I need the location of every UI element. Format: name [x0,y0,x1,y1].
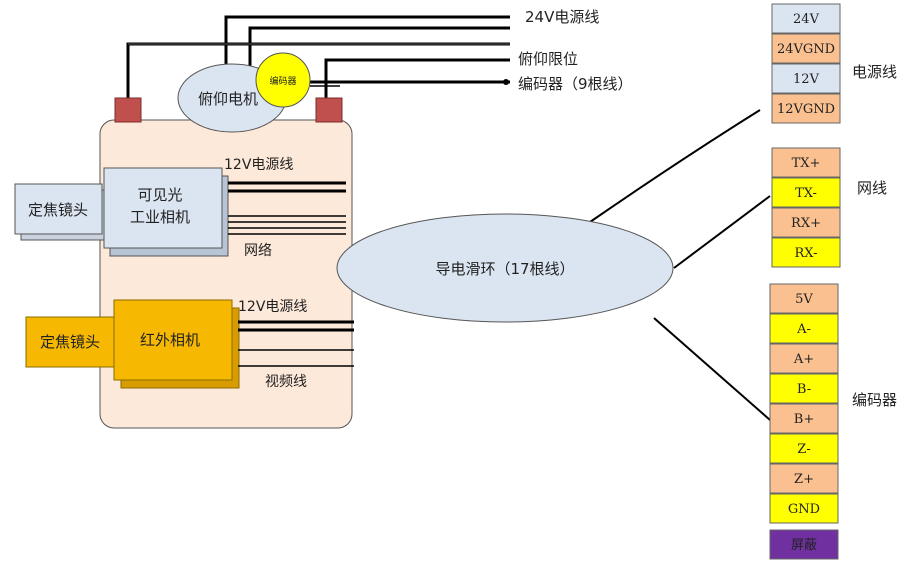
network-pin-box-0 [771,147,841,178]
visible-lens-label: 定焦镜头 [28,201,88,219]
power-pin-box-1 [771,33,841,64]
visible-network-label: 网络 [244,243,272,259]
power-pin-box-2 [771,63,841,94]
ir-video-label: 视频线 [265,374,307,390]
visible-camera-line2: 工业相机 [130,208,190,226]
ir-power-wires [238,320,354,332]
ir-lens-label: 定焦镜头 [40,333,100,351]
power-pin-box-3 [771,93,841,124]
encoder-pin-label-3: B- [797,382,811,397]
encoder-pin-box-7 [769,493,839,524]
network-pin-label-3: RX- [795,246,818,261]
power-pin-label-0: 24V [793,12,820,27]
encoder-pin-box-4 [769,403,839,434]
visible-power-label: 12V电源线 [224,157,293,173]
encoder-pin-label-1: A- [796,322,811,337]
encoder-pin-box-6 [769,463,839,494]
output-24v-label: 24V电源线 [525,8,599,26]
visible-power-wires [228,181,346,193]
encoder-pin-label-2: A+ [793,352,814,367]
network-pin-box-1 [771,177,841,208]
connector-right [315,97,343,123]
ir-lens [25,316,115,368]
encoder-pin-label-8: 屏蔽 [791,538,817,553]
visible-network-wires [228,215,346,235]
connector-left [114,97,142,123]
network-pin-box-3 [771,237,841,268]
encoder-pin-label-6: Z+ [794,472,814,487]
output-tilt-limit-label: 俯仰限位 [518,50,578,68]
encoder-cable-end [503,79,509,85]
visible-camera-line1: 可见光 [137,186,182,204]
encoder-bundle [310,80,510,87]
network-pin-label-1: TX- [795,186,817,201]
encoder-pin-label-0: 5V [795,292,813,307]
power-terminal-group: 24V 24VGND 12V 12VGND [771,3,841,124]
slip-ring-label: 导电滑环（17根线） [435,260,574,278]
encoder-pin-label-5: Z- [797,442,810,457]
encoder-pin-box-0 [769,283,839,314]
visible-lens [14,183,103,235]
encoder-pin-box-1 [769,313,839,344]
tilt-motor-label: 俯仰电机 [198,90,258,108]
network-pin-label-0: TX+ [792,156,821,171]
ir-camera-label: 红外相机 [140,331,200,349]
slip-ring [336,213,674,323]
ir-power-label: 12V电源线 [238,299,307,315]
network-pin-label-2: RX+ [791,216,821,231]
encoder-badge [255,52,311,108]
ir-video-wires [238,349,354,367]
network-group-label: 网线 [857,179,887,197]
encoder-pin-label-4: B+ [794,412,814,427]
encoder-pin-box-5 [769,433,839,464]
visible-camera [103,167,223,249]
slip-ring-cables [589,109,771,421]
network-terminal-group: TX+ TX- RX+ RX- [771,147,841,268]
power-pin-label-3: 12VGND [777,102,835,117]
encoder-pin-box-3 [769,373,839,404]
encoder-badge-label: 编码器 [269,75,296,87]
encoder-pin-box-8 [769,529,839,560]
power-group-label: 电源线 [852,63,897,81]
output-encoder-label: 编码器（9根线） [518,75,633,93]
encoder-group-label: 编码器 [852,391,897,409]
encoder-pin-box-2 [769,343,839,374]
encoder-terminal-group: 5V A- A+ B- B+ Z- Z+ GND 屏蔽 [769,283,839,560]
power-pin-label-1: 24VGND [777,42,835,57]
power-pin-label-2: 12V [793,72,820,87]
network-pin-box-2 [771,207,841,238]
ir-camera [113,299,233,381]
power-pin-box-0 [771,3,841,34]
encoder-pin-label-7: GND [788,502,820,517]
